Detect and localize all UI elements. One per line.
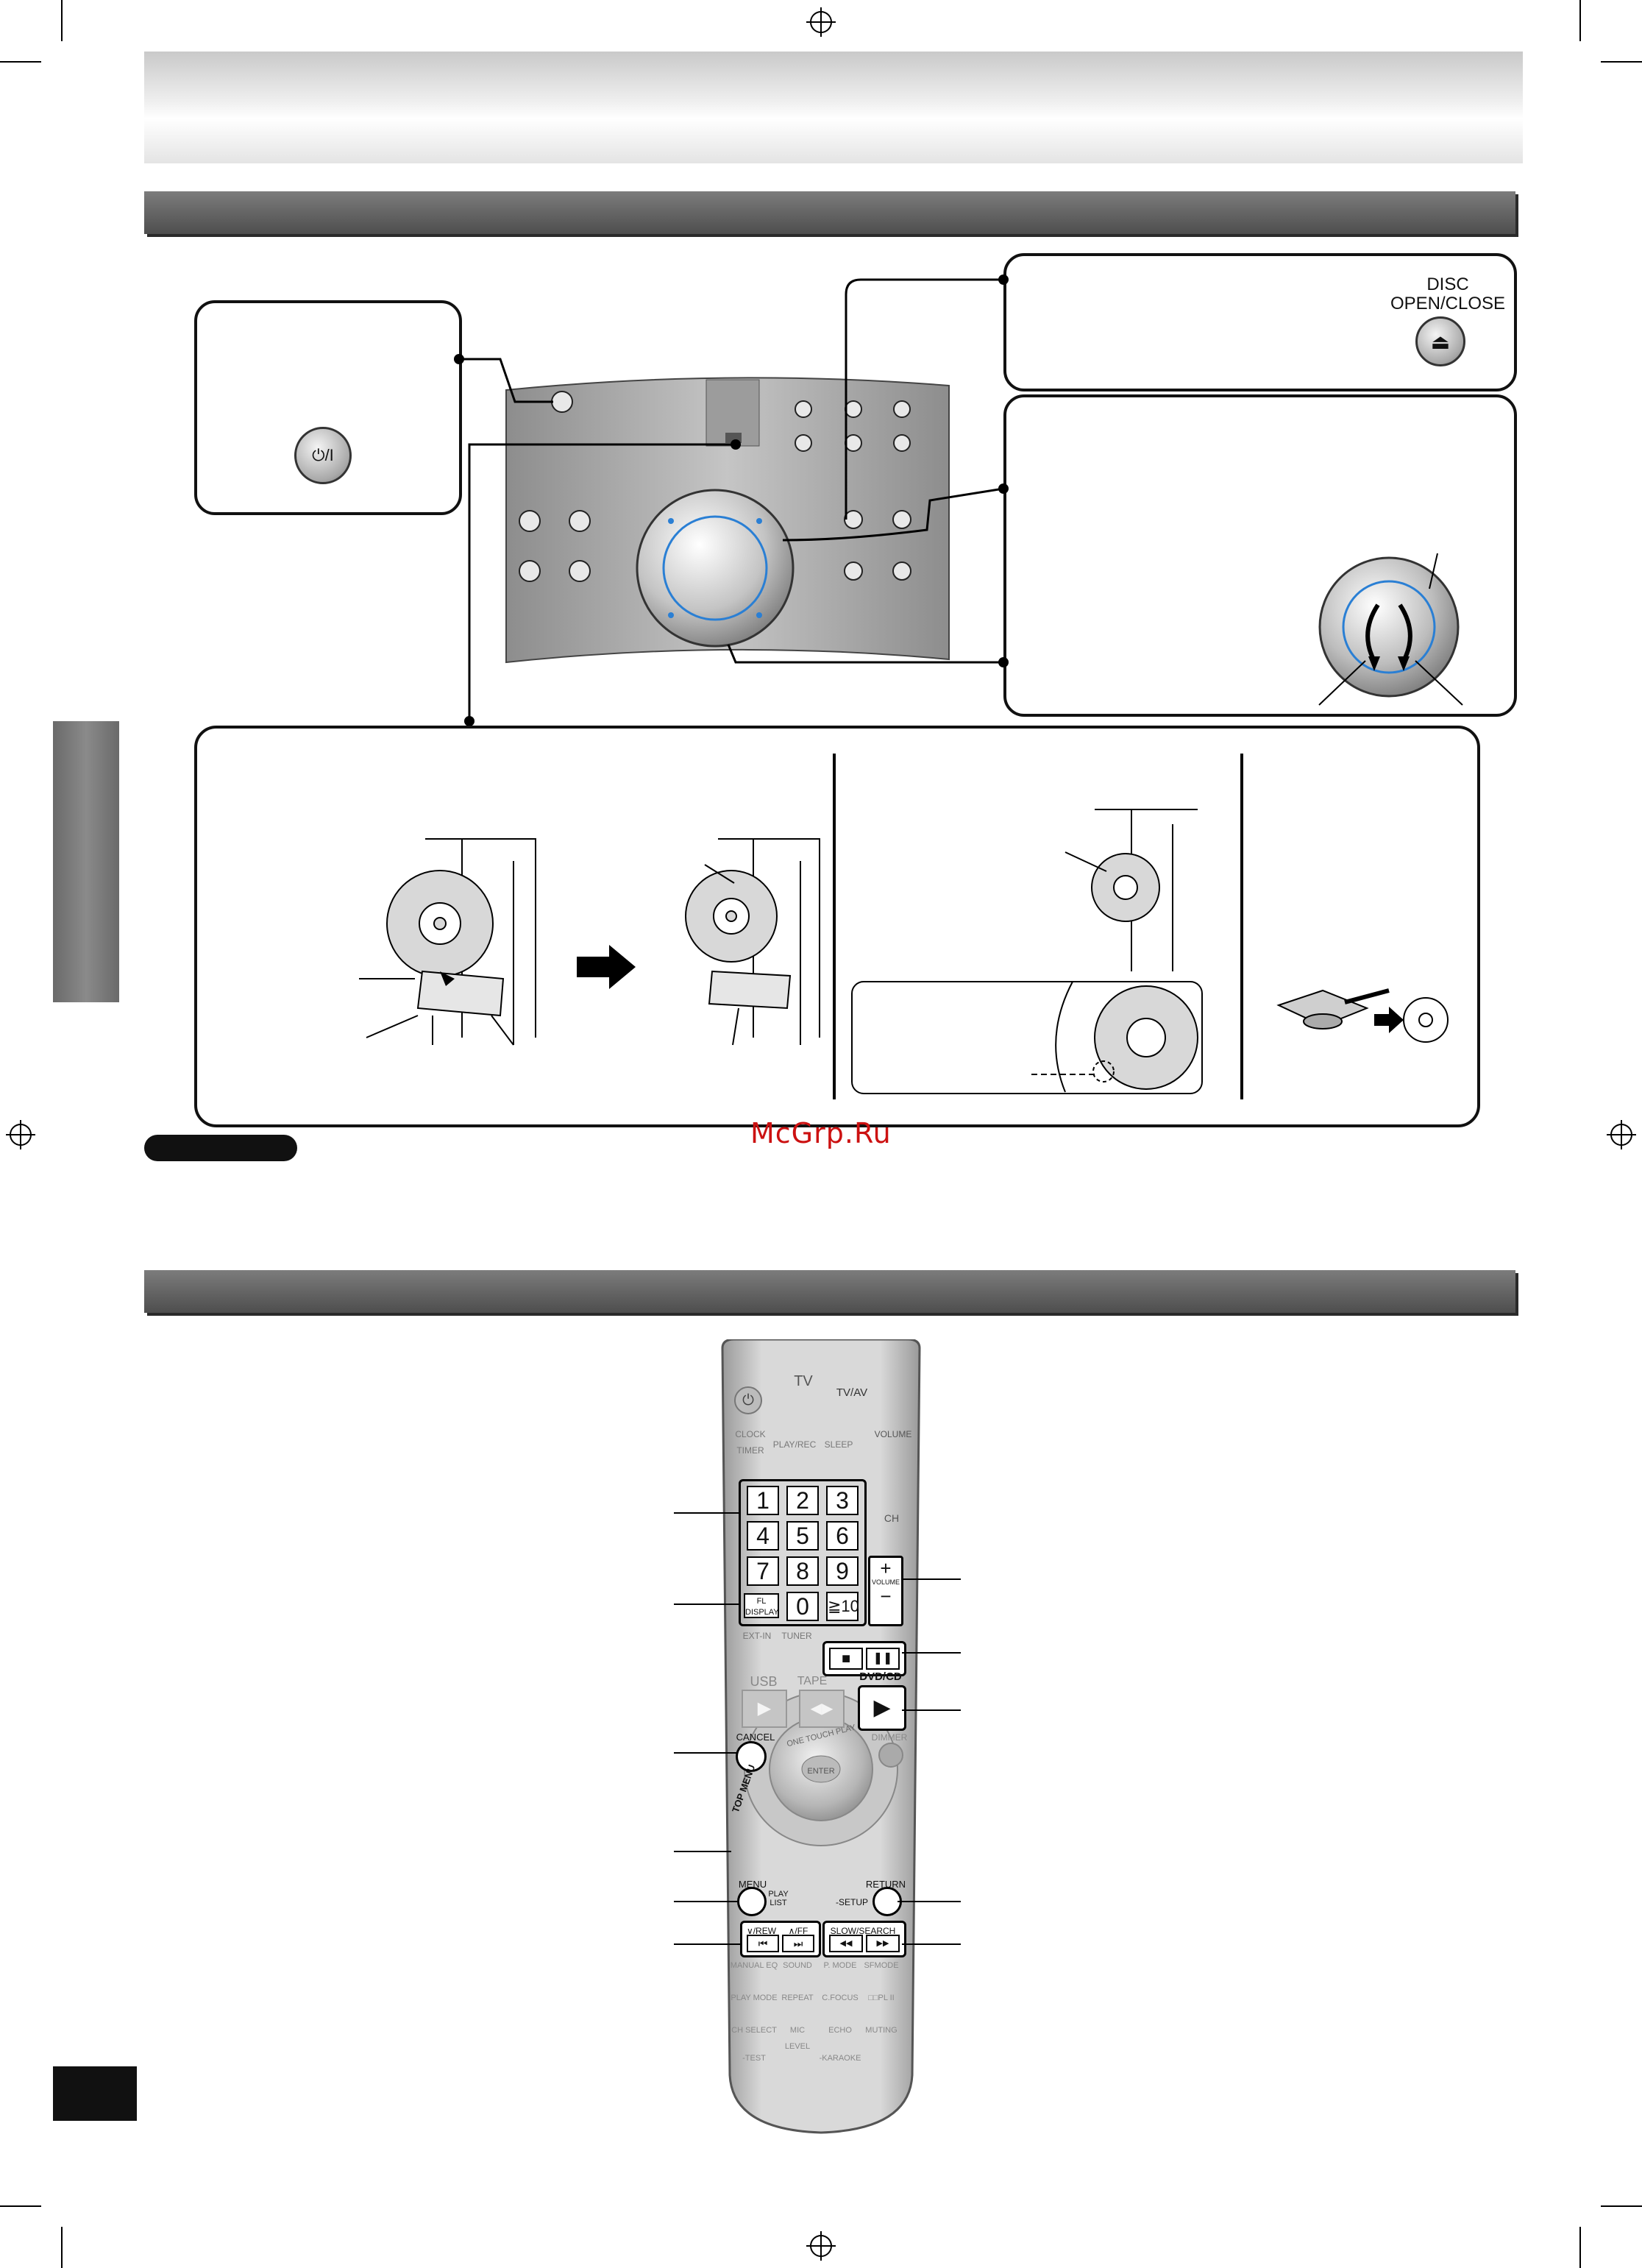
pause-button[interactable]: ❚❚ (866, 1648, 900, 1670)
c-focus-label: C.FOCUS (822, 1994, 859, 2002)
play-button[interactable]: ▶ (858, 1685, 906, 1731)
usb-button[interactable]: ▶ (742, 1690, 787, 1728)
side-tab (53, 721, 119, 1002)
ext-in-label: EXT-IN (742, 1631, 772, 1641)
cancel-label: CANCEL (736, 1732, 775, 1743)
sleep-label: SLEEP (824, 1439, 853, 1450)
number-button-7[interactable]: 7 (747, 1556, 779, 1586)
enter-button[interactable]: ENTER (807, 1767, 835, 1776)
return-label: RETURN (865, 1879, 906, 1890)
dpl-label: □□PL II (868, 1994, 895, 2002)
skip-back-button[interactable]: ⏮ (747, 1935, 779, 1952)
number-button-6[interactable]: 6 (826, 1521, 859, 1551)
setup-label: -SETUP (835, 1897, 868, 1907)
search-forward-button[interactable]: ▶▶ (866, 1935, 900, 1952)
note-pill (144, 1135, 297, 1161)
remote-leader-lines (674, 1512, 961, 1945)
fl-display-button[interactable]: FL DISPLAY (744, 1593, 779, 1618)
tuner-label: TUNER (781, 1631, 812, 1641)
section-bar-remote (144, 1270, 1515, 1313)
number-button-2[interactable]: 2 (786, 1486, 819, 1515)
disc-open-close-label: DISC OPEN/CLOSE (1390, 274, 1506, 313)
power-button[interactable]: ⏻ (734, 1386, 762, 1414)
volume-label: VOLUME (871, 1578, 900, 1586)
menu-label: MENU (738, 1879, 767, 1890)
front-panel-diagram (505, 377, 950, 664)
disc-open-close-button[interactable]: ⏏ (1415, 316, 1465, 366)
number-button-10-plus[interactable]: ≧10 (826, 1592, 859, 1621)
manual-eq-label: MANUAL EQ (730, 1961, 778, 1970)
muting-label: MUTING (865, 2026, 898, 2035)
return-button[interactable] (872, 1887, 902, 1916)
section-bar-main-unit (144, 191, 1515, 234)
standby-button[interactable]: ⏻/I (294, 427, 352, 484)
number-button-4[interactable]: 4 (747, 1521, 779, 1551)
callout-disc-open-close: DISC OPEN/CLOSE ⏏ (1003, 253, 1517, 391)
ff-label: ∧/FF (788, 1926, 808, 1936)
volume-tv-label: VOLUME (874, 1429, 912, 1439)
tape-label: TAPE (797, 1675, 828, 1687)
number-button-5[interactable]: 5 (786, 1521, 819, 1551)
skip-forward-button[interactable]: ⏭ (782, 1935, 814, 1952)
callout-volume-dial (1003, 394, 1517, 717)
disc-handling-diagram (359, 754, 1449, 1099)
number-button-9[interactable]: 9 (826, 1556, 859, 1586)
test-label: -TEST (742, 2054, 766, 2063)
repeat-label: REPEAT (781, 1994, 814, 2002)
dimmer-button[interactable] (878, 1743, 903, 1768)
search-back-button[interactable]: ◀◀ (829, 1935, 863, 1952)
stop-pause-group: ■ ❚❚ (822, 1641, 906, 1676)
number-button-3[interactable]: 3 (826, 1486, 859, 1515)
eject-icon: ⏏ (1430, 330, 1451, 353)
dimmer-label: DIMMER (871, 1732, 908, 1743)
slow-search-label: SLOW/SEARCH (830, 1926, 896, 1936)
number-button-0[interactable]: 0 (786, 1592, 819, 1621)
play-list-label: PLAY LIST (768, 1890, 789, 1907)
watermark: McGrp.Ru (750, 1117, 892, 1149)
power-icon: ⏻/I (312, 446, 334, 464)
ch-label: CH (884, 1512, 900, 1524)
ch-select-label: CH SELECT (731, 2026, 777, 2035)
rew-label: ∨/REW (746, 1926, 777, 1936)
search-group: SLOW/SEARCH ◀◀ ▶▶ (822, 1921, 906, 1957)
cancel-button[interactable] (736, 1741, 767, 1772)
stop-button[interactable]: ■ (829, 1648, 863, 1670)
number-pad: 1 2 3 4 5 6 7 8 9 FL DISPLAY 0 ≧10 (739, 1479, 867, 1626)
remote-control: TV TV/AV ⏻ CLOCK TIMER PLAY/REC SLEEP VO… (719, 1339, 923, 2134)
header-band (144, 52, 1523, 163)
dvd-cd-label: DVD/CD (859, 1670, 902, 1683)
tape-button[interactable]: ◀▶ (799, 1690, 845, 1728)
karaoke-label: -KARAOKE (819, 2054, 861, 2063)
play-mode-label: PLAY MODE (731, 1994, 778, 2002)
page-number-box (53, 2066, 137, 2121)
disc-handling-panel (194, 726, 1480, 1127)
usb-label: USB (750, 1674, 778, 1689)
p-mode-label: P. MODE (823, 1961, 857, 1970)
number-button-8[interactable]: 8 (786, 1556, 819, 1586)
sfmode-label: SFMODE (864, 1961, 899, 1970)
tv-av-label: TV/AV (836, 1386, 868, 1399)
volume-button[interactable]: + VOLUME − (868, 1556, 903, 1626)
skip-group: ∨/REW ∧/FF ⏮ ⏭ (740, 1921, 821, 1957)
volume-dial-diagram (1318, 553, 1463, 706)
tv-label: TV (794, 1373, 813, 1389)
play-rec-label: PLAY/REC (772, 1439, 817, 1450)
mic-level-label: MIC LEVEL (784, 2026, 811, 2051)
clock-timer-label: CLOCK TIMER (735, 1429, 766, 1456)
sound-label: SOUND (783, 1961, 812, 1970)
leader-lines (454, 274, 1009, 726)
callout-standby: ⏻/I (194, 300, 462, 515)
menu-button[interactable] (737, 1887, 767, 1916)
echo-label: ECHO (828, 2026, 852, 2035)
number-button-1[interactable]: 1 (747, 1486, 779, 1515)
